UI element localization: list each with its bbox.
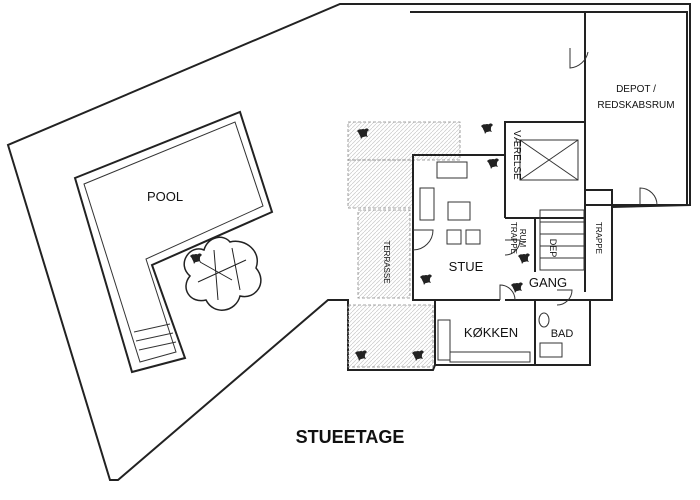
stair-icon bbox=[539, 209, 585, 271]
label-bad: BAD bbox=[551, 328, 574, 340]
interior-walls bbox=[435, 155, 590, 365]
plant-icon bbox=[481, 123, 493, 134]
kitchen-counter bbox=[437, 319, 531, 363]
label-trappe: TRAPPE bbox=[594, 222, 603, 254]
plant-icon bbox=[420, 274, 432, 285]
sofa-icon bbox=[419, 161, 468, 221]
label-trapperum-2: RUM bbox=[518, 229, 527, 248]
label-dep: DEP bbox=[548, 239, 558, 258]
drawing-title: STUEETAGE bbox=[295, 427, 405, 447]
bathroom-fixtures bbox=[538, 312, 563, 358]
label-trapperum-1: TRAPPE bbox=[509, 222, 518, 254]
plant-icon bbox=[487, 158, 499, 169]
depot-room bbox=[584, 11, 688, 206]
plant-icon bbox=[518, 253, 530, 264]
pool-steps bbox=[133, 323, 177, 351]
pool-inner-line bbox=[83, 121, 264, 363]
terrace-top bbox=[347, 121, 461, 161]
label-depot-2: REDSKABSRUM bbox=[597, 100, 674, 111]
terrace-top-left bbox=[347, 159, 414, 209]
table-icon bbox=[446, 201, 481, 245]
site-boundary bbox=[6, 3, 691, 481]
label-depot-1: DEPOT / bbox=[616, 84, 656, 95]
label-stue: STUE bbox=[449, 259, 484, 274]
label-gang: GANG bbox=[529, 275, 567, 290]
terrace-side bbox=[357, 209, 411, 299]
door-arc-icon bbox=[412, 48, 658, 306]
label-terrasse: TERRASSE bbox=[382, 240, 391, 283]
label-pool: POOL bbox=[147, 189, 183, 204]
bed-icon bbox=[519, 139, 579, 181]
tree-icon bbox=[183, 236, 262, 311]
label-koekken: KØKKEN bbox=[464, 325, 518, 340]
label-vaerelse: VÆRELSE bbox=[511, 130, 522, 180]
pool-outline bbox=[73, 110, 274, 374]
